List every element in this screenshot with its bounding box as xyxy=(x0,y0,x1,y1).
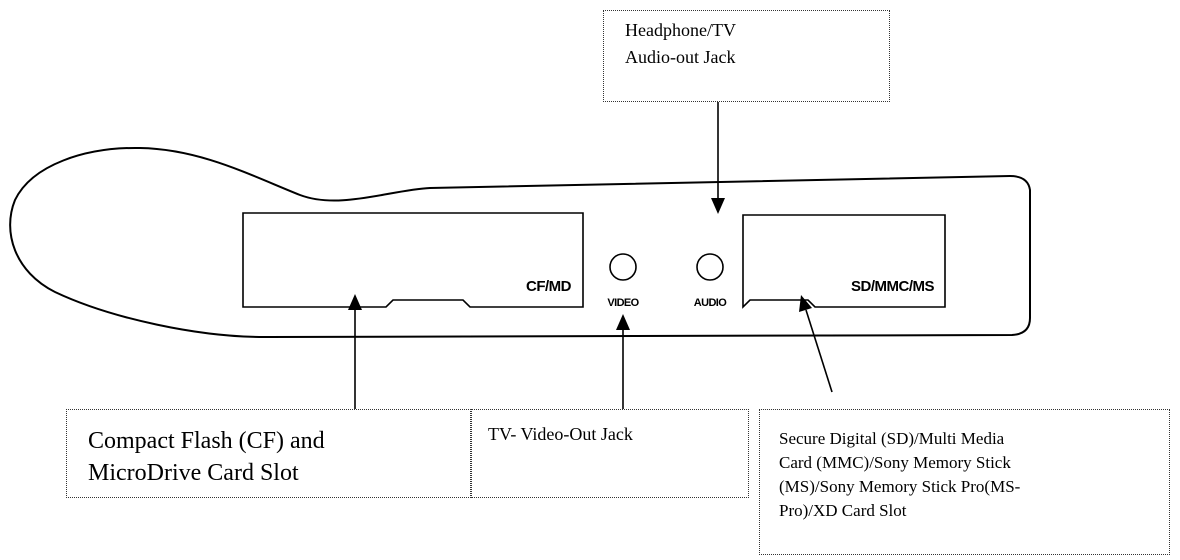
arrow-sd xyxy=(799,295,833,393)
sd-mmc-ms-slot xyxy=(742,214,946,309)
callout-sd-card-slot: Secure Digital (SD)/Multi Media Card (MM… xyxy=(759,409,1170,555)
callout-line: Card (MMC)/Sony Memory Stick xyxy=(779,453,1011,472)
callout-line: Audio-out Jack xyxy=(625,47,736,67)
callout-line: Pro)/XD Card Slot xyxy=(779,501,907,520)
arrow-cf xyxy=(348,294,362,409)
video-jack-label: VIDEO xyxy=(607,297,639,309)
callout-cf-card-slot: Compact Flash (CF) and MicroDrive Card S… xyxy=(66,409,471,498)
callout-line: Compact Flash (CF) and xyxy=(88,428,325,454)
arrow-headphone xyxy=(711,102,725,214)
callout-line: (MS)/Sony Memory Stick Pro(MS- xyxy=(779,477,1021,496)
audio-jack xyxy=(696,253,724,281)
callout-line: TV- Video-Out Jack xyxy=(488,424,633,444)
device-body-outline xyxy=(9,146,1031,339)
audio-jack-label: AUDIO xyxy=(694,297,727,309)
callout-line: Secure Digital (SD)/Multi Media xyxy=(779,429,1005,448)
video-jack xyxy=(609,253,637,281)
sd-mmc-ms-slot-label: SD/MMC/MS xyxy=(851,278,934,295)
callout-line: Headphone/TV xyxy=(625,20,736,40)
callout-headphone-audio-out: Headphone/TV Audio-out Jack xyxy=(603,10,890,102)
callout-video-out-jack: TV- Video-Out Jack xyxy=(471,409,749,498)
callout-line: MicroDrive Card Slot xyxy=(88,460,299,486)
cf-md-slot xyxy=(242,212,584,308)
cf-md-slot-label: CF/MD xyxy=(526,278,572,295)
arrow-video xyxy=(616,314,630,409)
